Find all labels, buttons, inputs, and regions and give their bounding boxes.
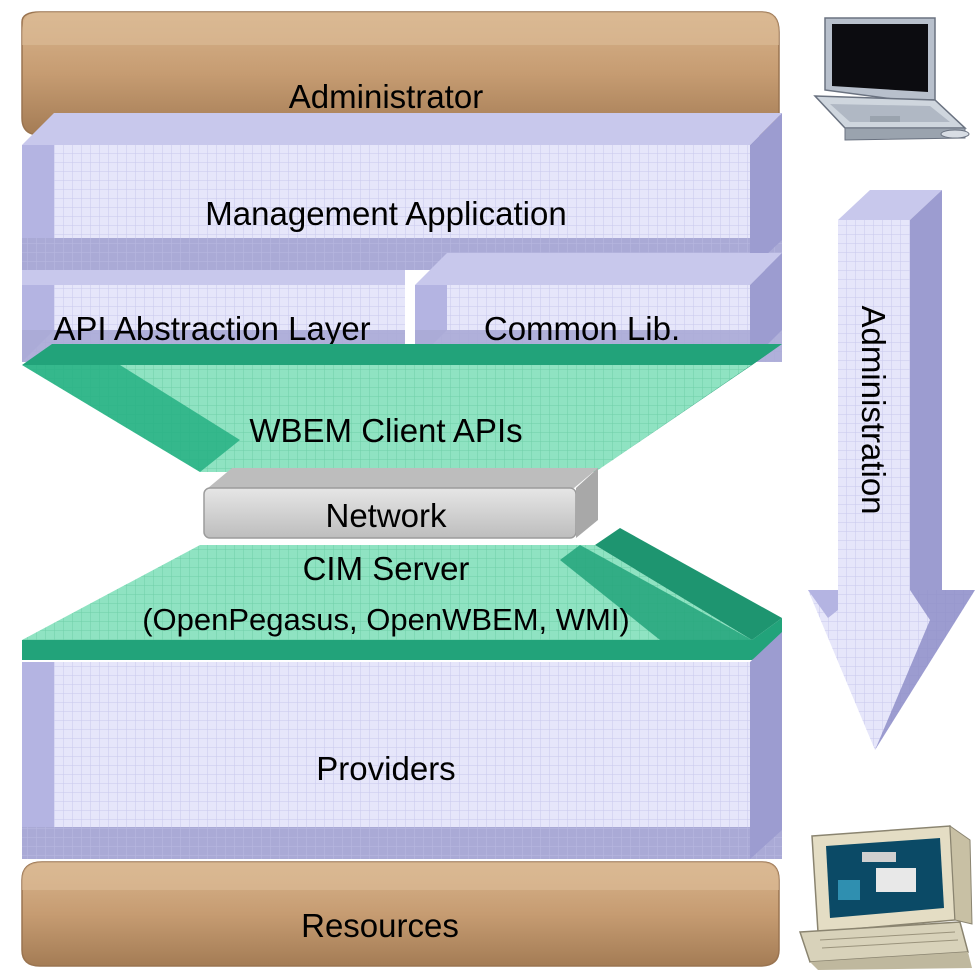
network-label: Network: [325, 497, 447, 534]
laptop-icon: [813, 17, 970, 141]
cim-server-label-line1: CIM Server: [303, 550, 470, 587]
api-abstraction-layer-label: API Abstraction Layer: [53, 310, 370, 347]
management-application-label: Management Application: [205, 195, 566, 232]
resources-layer: Resources: [21, 861, 780, 967]
wbem-client-apis-label: WBEM Client APIs: [249, 412, 522, 449]
desktop-computer-icon: [798, 825, 973, 970]
cim-server-label-line2: (OpenPegasus, OpenWBEM, WMI): [142, 602, 630, 637]
management-application-layer: Management Application: [22, 113, 782, 270]
administration-arrow: Administration: [808, 190, 975, 750]
providers-layer: Providers: [22, 632, 782, 859]
resources-label: Resources: [301, 907, 459, 944]
administrator-label: Administrator: [289, 78, 483, 115]
administrator-layer: Administrator: [21, 11, 780, 136]
wbem-client-apis-layer: WBEM Client APIs: [22, 344, 782, 472]
cim-server-layer: CIM Server (OpenPegasus, OpenWBEM, WMI): [22, 528, 782, 660]
common-lib-label: Common Lib.: [484, 310, 680, 347]
administration-label: Administration: [855, 305, 892, 514]
providers-label: Providers: [316, 750, 455, 787]
network-layer: Network: [203, 468, 598, 539]
